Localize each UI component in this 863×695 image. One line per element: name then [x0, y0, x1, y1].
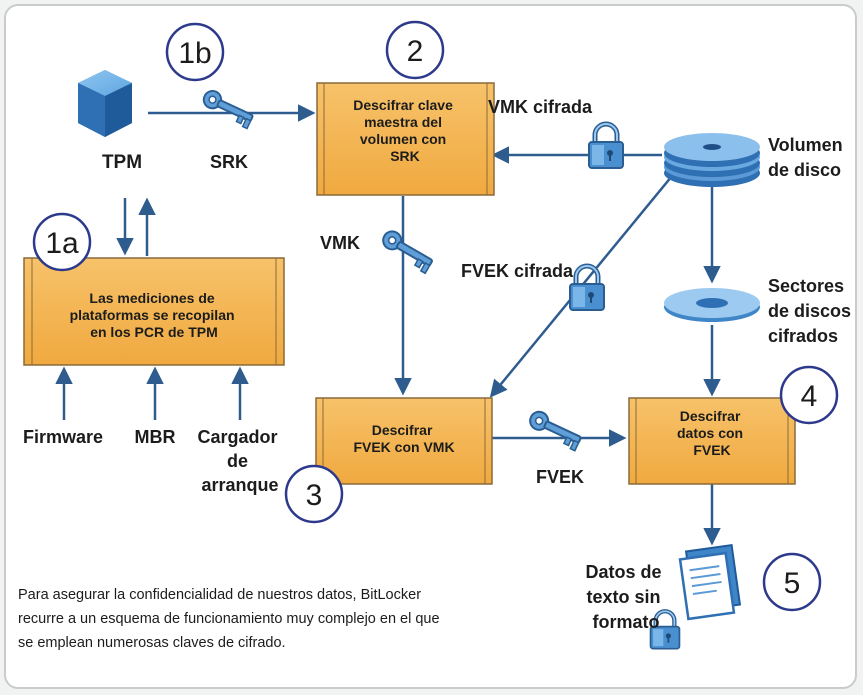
fvek-key-icon: [524, 407, 585, 452]
box-descifrar-vmk: Descifrar clave maestra del volumen con …: [316, 82, 495, 196]
datos-label: Datos de texto sin formato: [585, 562, 666, 632]
srk-label: SRK: [210, 152, 248, 172]
box-descifrar-fvek-text: Descifrar FVEK con VMK: [353, 422, 454, 455]
step-1b-number: 1b: [178, 37, 211, 70]
volumen-label: Volumen de disco: [768, 135, 848, 180]
fvek-lock-icon: [570, 266, 604, 310]
box-mediciones-text: Las mediciones de plataformas se recopil…: [70, 290, 239, 340]
tpm-cube-icon: [78, 70, 132, 137]
box-descifrar-datos-text: Descifrar datos con FVEK: [677, 408, 747, 458]
tpm-label: TPM: [102, 152, 142, 173]
step-3-number: 3: [306, 479, 323, 512]
sectors-disc-icon: [664, 288, 760, 322]
caption: Para asegurar la confidencialidad de nue…: [18, 583, 488, 655]
step-3-circle: 3: [284, 464, 344, 524]
fvek-cifrada-label: FVEK cifrada: [461, 261, 574, 281]
vmk-lock-icon: [589, 124, 623, 168]
step-4-number: 4: [801, 380, 818, 413]
mbr-label: MBR: [135, 427, 176, 447]
caption-line: se emplean numerosas claves de cifrado.: [18, 635, 286, 651]
vmk-key-icon: [377, 227, 437, 275]
srk-key-icon: [198, 87, 257, 130]
step-1a-circle: 1a: [32, 212, 92, 272]
caption-line: Para asegurar la confidencialidad de nue…: [18, 587, 422, 603]
box-descifrar-datos: Descifrar datos con FVEK: [628, 397, 796, 485]
step-2-circle: 2: [385, 20, 445, 80]
arrows: [55, 104, 721, 546]
disk-volume-icon: [664, 133, 760, 187]
box-mediciones: Las mediciones de plataformas se recopil…: [23, 257, 285, 366]
box-descifrar-fvek: Descifrar FVEK con VMK: [315, 397, 493, 485]
step-5-circle: 5: [762, 552, 822, 612]
vmk-cifrada-label: VMK cifrada: [488, 97, 593, 117]
caption-line: recurre a un esquema de funcionamiento m…: [18, 611, 440, 627]
fvek-label: FVEK: [536, 467, 584, 487]
step-4-circle: 4: [779, 365, 839, 425]
sectores-label: Sectores de discos cifrados: [768, 276, 856, 346]
vmk-label: VMK: [320, 233, 360, 253]
step-2-number: 2: [407, 35, 424, 68]
firmware-label: Firmware: [23, 427, 103, 447]
box-descifrar-vmk-text: Descifrar clave maestra del volumen con …: [353, 97, 457, 164]
step-1a-number: 1a: [45, 227, 79, 260]
cargador-label: Cargador de arranque: [197, 427, 282, 495]
step-5-number: 5: [784, 567, 801, 600]
data-document-icon: [651, 543, 742, 649]
step-1b-circle: 1b: [165, 22, 225, 82]
